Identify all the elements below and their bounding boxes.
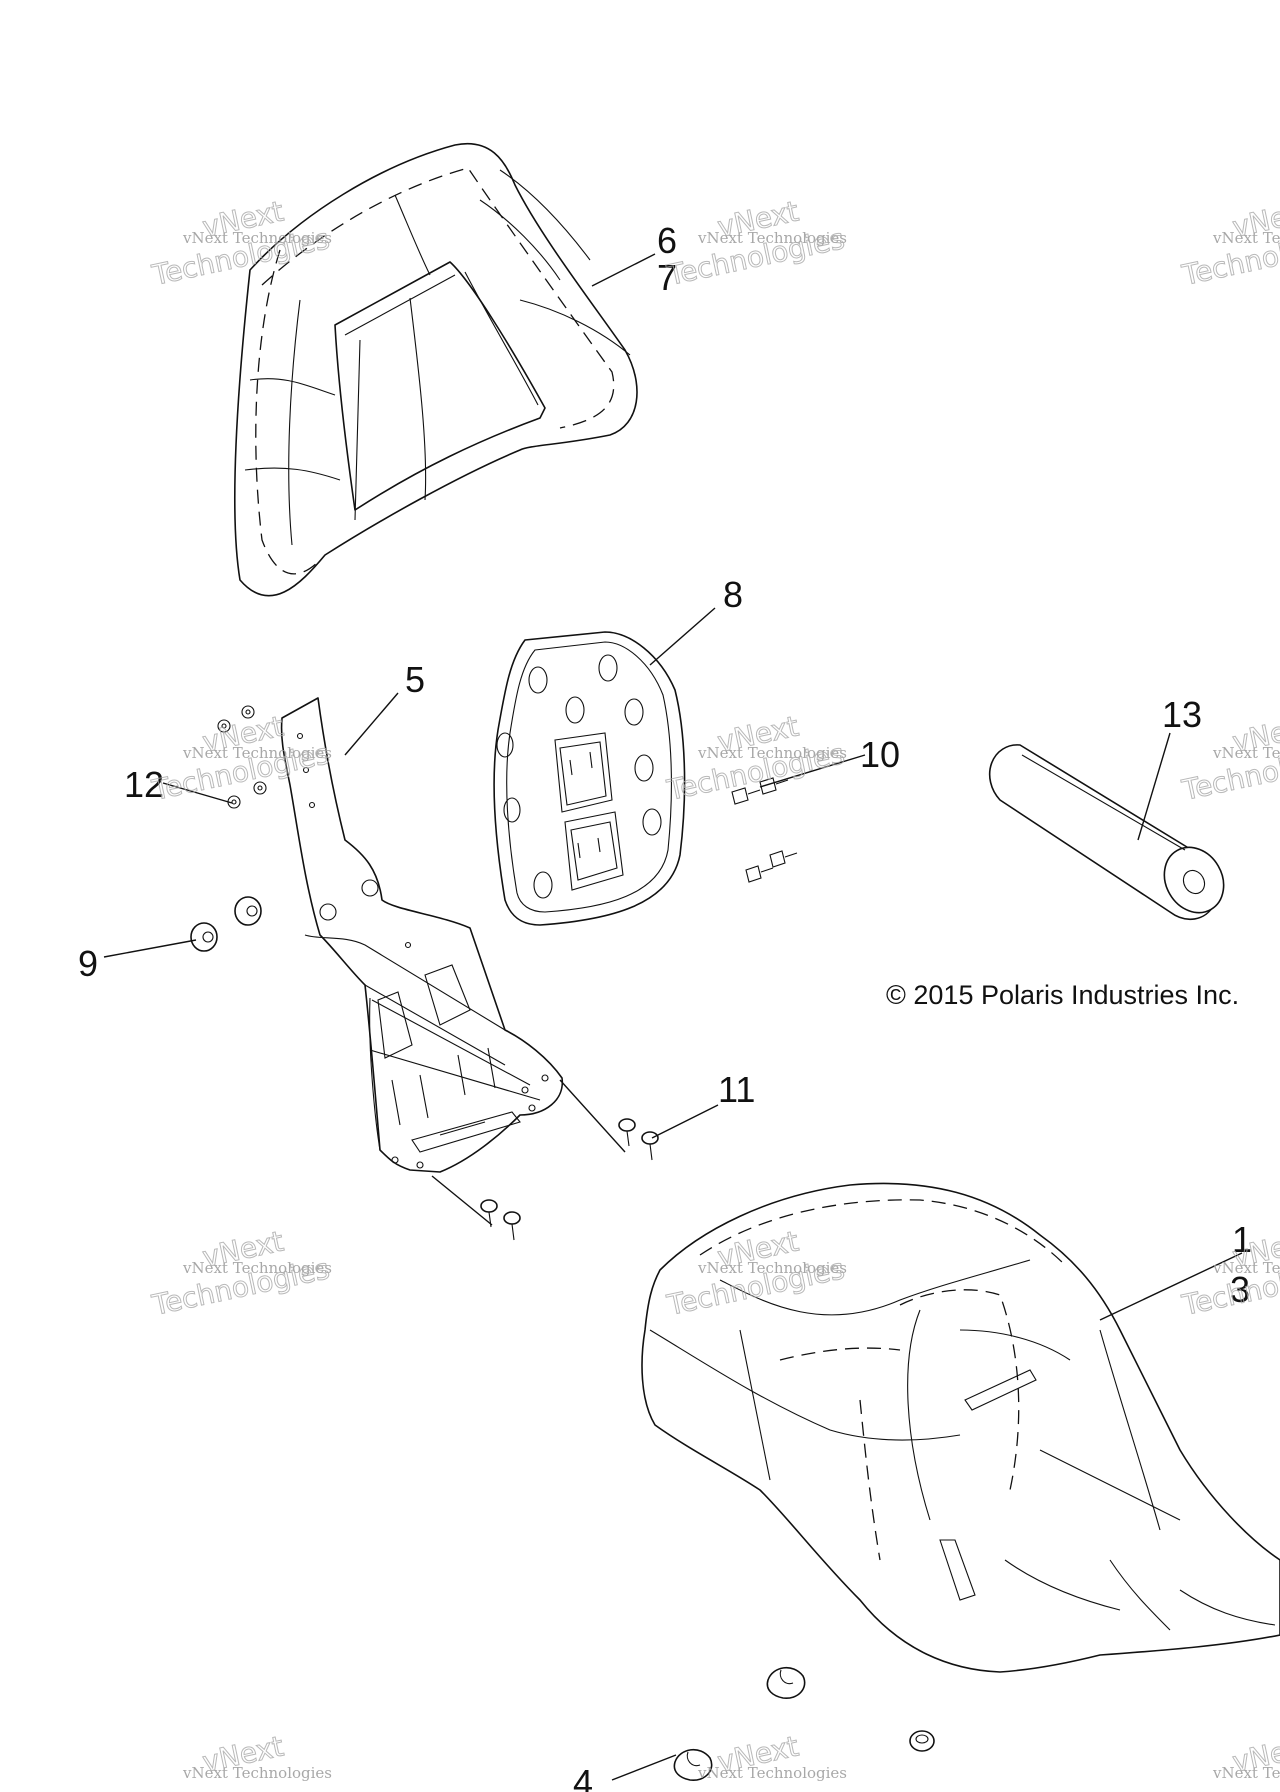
svg-text:vNext Technologies: vNext Technologies: [697, 1764, 847, 1782]
callout-8: 8: [723, 574, 743, 615]
svg-text:vNext Technologies: vNext Technologies: [697, 1259, 847, 1277]
watermark: vNext vNext Technologies: [1212, 1729, 1280, 1782]
mounting-plate: [493, 631, 686, 926]
callout-1: 1: [1232, 1219, 1252, 1260]
backrest-bracket: [280, 697, 563, 1173]
svg-text:vNext Technologies: vNext Technologies: [182, 1259, 332, 1277]
svg-text:vNext Technologies: vNext Technologies: [1212, 229, 1280, 247]
hardware-4-clips: [673, 1667, 935, 1781]
watermark: vNext vNext Technologies: [182, 1729, 332, 1782]
svg-text:vNext Technologies: vNext Technologies: [182, 1764, 332, 1782]
svg-text:vNext Technologies: vNext Technologies: [1212, 1259, 1280, 1277]
watermark: vNext vNext Technologies Technologies: [663, 709, 848, 807]
hardware-12-nuts: [217, 705, 267, 809]
svg-text:vNext Technologies: vNext Technologies: [182, 229, 332, 247]
callout-labels: 6 7 8 5 13 10 12 9 11 1 3 4: [78, 220, 1252, 1792]
callout-5: 5: [405, 659, 425, 700]
cylinder-roll: [988, 744, 1225, 921]
plate-holes: [496, 654, 662, 899]
copyright-notice: © 2015 Polaris Industries Inc.: [886, 980, 1239, 1010]
watermark: vNext vNext Technologies Technologies: [1178, 1224, 1280, 1322]
svg-text:vNext Technologies: vNext Technologies: [182, 744, 332, 762]
hardware-11-bolts: [480, 1118, 659, 1241]
callout-13: 13: [1162, 694, 1202, 735]
watermark: vNext vNext Technologies Technologies: [663, 194, 848, 292]
hardware-10-screws: [731, 777, 798, 883]
watermark: vNext vNext Technologies: [697, 1729, 847, 1782]
svg-text:vNext Technologies: vNext Technologies: [1212, 744, 1280, 762]
callout-3: 3: [1230, 1269, 1250, 1310]
leader-lines: [103, 253, 1243, 1781]
callout-10: 10: [860, 734, 900, 775]
seat: [641, 1182, 1280, 1673]
svg-text:vNext Technologies: vNext Technologies: [1212, 1764, 1280, 1782]
callout-4: 4: [573, 1762, 593, 1792]
callout-12: 12: [124, 764, 164, 805]
callout-6: 6: [657, 220, 677, 261]
watermark: vNext vNext Technologies Technologies: [148, 1224, 333, 1322]
svg-text:vNext Technologies: vNext Technologies: [697, 744, 847, 762]
callout-9: 9: [78, 943, 98, 984]
callout-11: 11: [718, 1069, 755, 1110]
callout-7: 7: [657, 257, 677, 298]
backrest-pad: [234, 142, 638, 597]
svg-text:vNext Technologies: vNext Technologies: [697, 229, 847, 247]
watermark: vNext vNext Technologies Technologies: [1178, 194, 1280, 292]
hardware-9-grommets: [190, 896, 262, 952]
